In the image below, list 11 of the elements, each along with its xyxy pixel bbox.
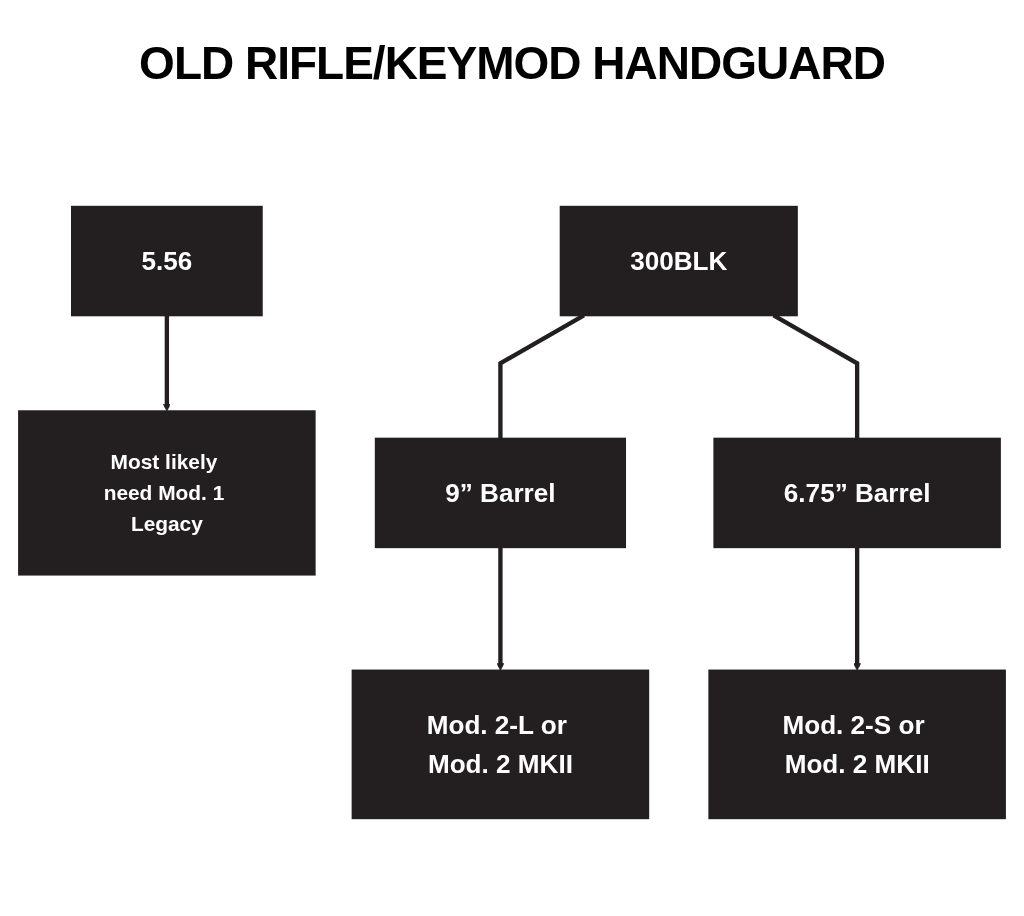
node-box: Mod. 2-L or Mod. 2 MKII	[351, 669, 650, 820]
node-box: 6.75” Barrel	[713, 437, 1001, 549]
node-box: Most likely need Mod. 1 Legacy	[18, 410, 316, 576]
node-box: 5.56	[71, 205, 263, 317]
arrow	[496, 547, 505, 671]
node-box: 300BLK	[559, 205, 798, 317]
node-box: Mod. 2-S or Mod. 2 MKII	[708, 669, 1006, 820]
diagram-title: OLD RIFLE/KEYMOD HANDGUARD	[139, 36, 885, 90]
node-box: 9” Barrel	[374, 437, 627, 549]
arrow	[853, 547, 861, 671]
arrow	[163, 315, 171, 412]
